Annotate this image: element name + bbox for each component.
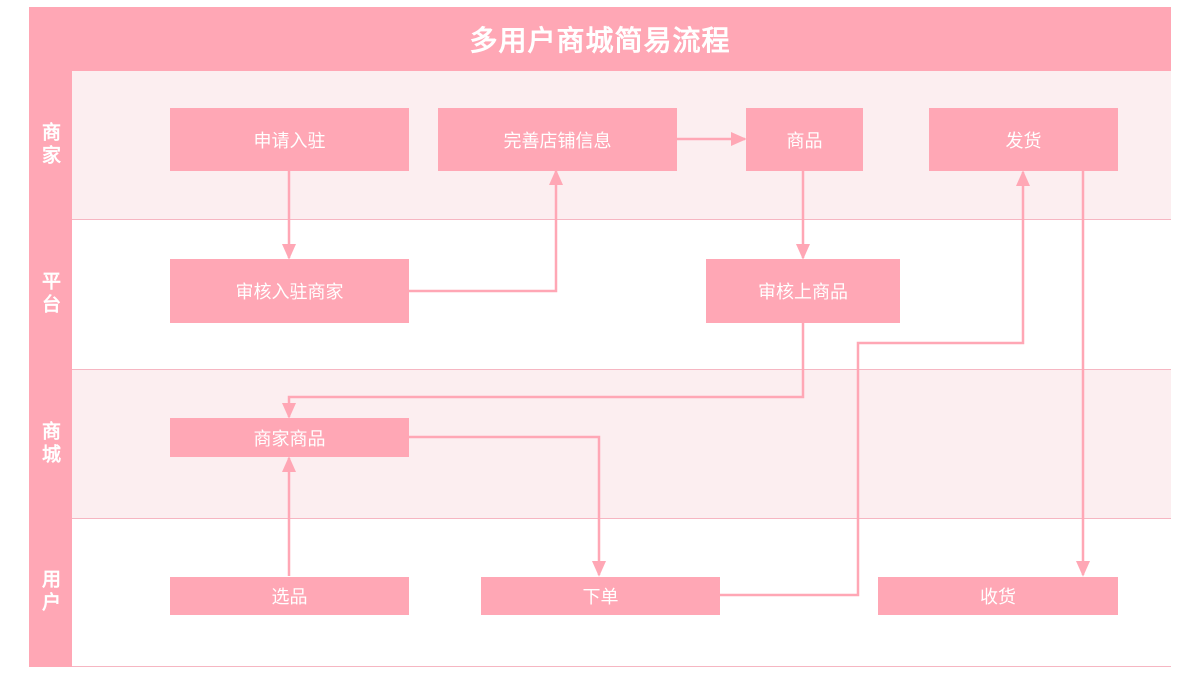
diagram-title: 多用户商城简易流程 [469, 24, 731, 57]
lane-label-platform: 平台 [39, 271, 61, 317]
node-review-merchant[interactable]: 审核入驻商家 [170, 259, 409, 323]
node-review-goods[interactable]: 审核上商品 [706, 259, 900, 323]
lane-divider [72, 518, 1171, 519]
lane-label-column [29, 71, 72, 667]
lane-label-mall: 商城 [39, 420, 61, 467]
lane-label-user: 用户 [39, 569, 61, 615]
node-ship[interactable]: 发货 [929, 108, 1118, 171]
title-bar: 多用户商城简易流程 [29, 7, 1171, 71]
node-select[interactable]: 选品 [170, 577, 409, 615]
node-merchant-goods[interactable]: 商家商品 [170, 418, 409, 457]
node-order[interactable]: 下单 [481, 577, 720, 615]
node-receive[interactable]: 收货 [878, 577, 1118, 615]
node-goods[interactable]: 商品 [746, 108, 863, 171]
lane-divider [72, 369, 1171, 370]
lane-divider [72, 219, 1171, 220]
lane-label-merchant: 商家 [39, 122, 61, 168]
node-apply[interactable]: 申请入驻 [170, 108, 409, 171]
node-complete-shop[interactable]: 完善店铺信息 [438, 108, 677, 171]
